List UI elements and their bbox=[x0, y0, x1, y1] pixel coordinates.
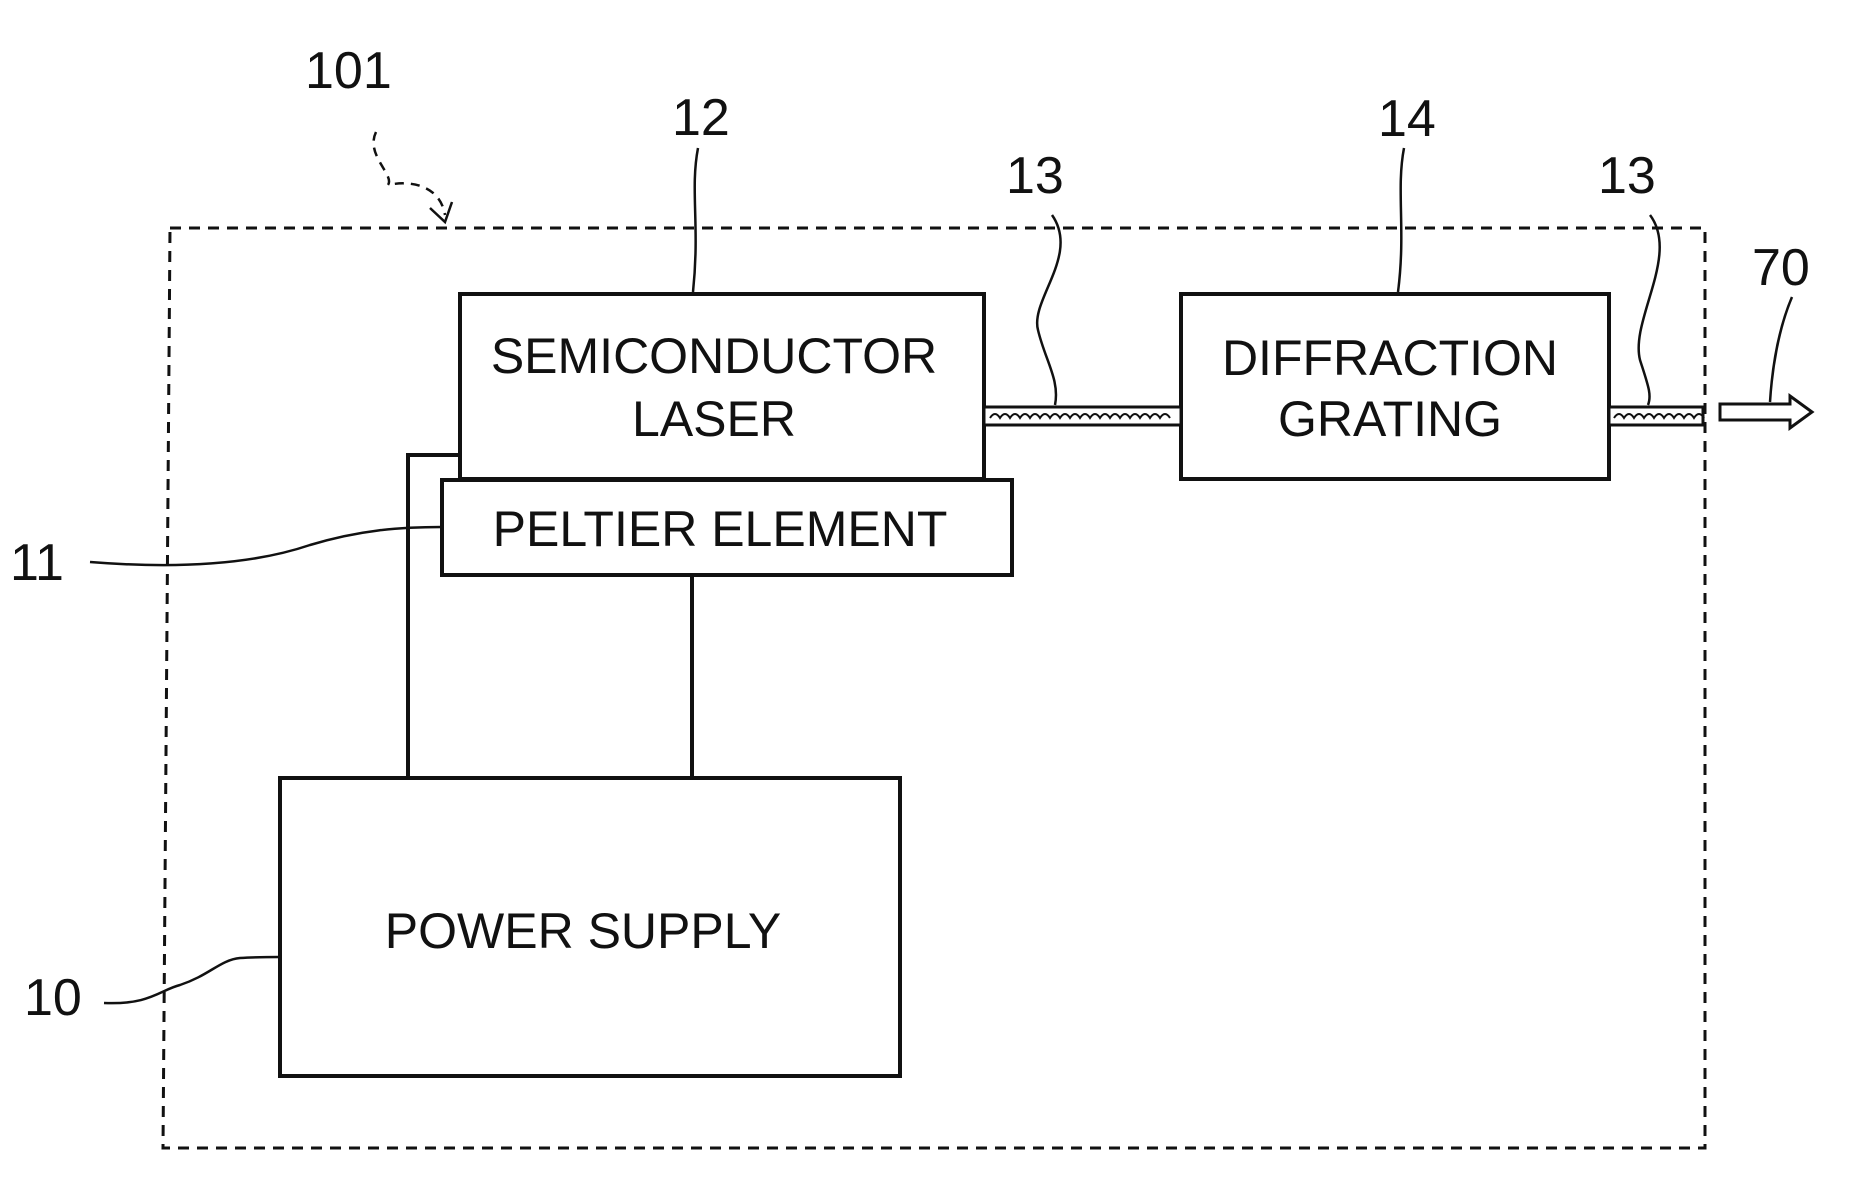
output-ref-label: 70 bbox=[1752, 239, 1810, 297]
output-ref-leader bbox=[1770, 297, 1792, 402]
semiconductor-laser-box bbox=[460, 294, 984, 479]
peltier-element-label: PELTIER ELEMENT bbox=[493, 501, 948, 557]
laser-ref-label: 12 bbox=[672, 89, 730, 147]
diffraction-grating-label-line1: DIFFRACTION bbox=[1222, 330, 1558, 386]
semiconductor-laser-label-line2: LASER bbox=[632, 391, 796, 447]
laser-ref-leader bbox=[693, 148, 698, 292]
power-supply-block: POWER SUPPLY bbox=[280, 778, 900, 1076]
peltier-ref-label: 11 bbox=[10, 534, 64, 592]
optical-fiber-2 bbox=[1609, 407, 1704, 425]
grating-ref-label: 14 bbox=[1378, 90, 1436, 148]
fiber-ref-label-2: 13 bbox=[1598, 147, 1656, 205]
device-ref-label: 101 bbox=[305, 42, 392, 100]
peltier-element-block: PELTIER ELEMENT bbox=[442, 480, 1012, 575]
diffraction-grating-label-line2: GRATING bbox=[1278, 391, 1502, 447]
diffraction-grating-block: DIFFRACTION GRATING bbox=[1181, 294, 1609, 479]
fiber-ref-leader-1 bbox=[1037, 215, 1060, 405]
fiber-ref-leader-2 bbox=[1639, 215, 1660, 405]
fiber-ref-label-1: 13 bbox=[1006, 147, 1064, 205]
power-supply-ref-label: 10 bbox=[24, 969, 82, 1027]
peltier-ref-leader bbox=[90, 527, 442, 565]
semiconductor-laser-label-line1: SEMICONDUCTOR bbox=[491, 328, 937, 384]
semiconductor-laser-block: SEMICONDUCTOR LASER bbox=[460, 294, 984, 479]
device-ref-leader bbox=[374, 132, 445, 215]
optical-fiber-1 bbox=[984, 407, 1181, 425]
power-supply-ref-leader bbox=[104, 957, 280, 1003]
output-arrow bbox=[1720, 396, 1812, 428]
grating-ref-leader bbox=[1398, 148, 1404, 292]
diffraction-grating-box bbox=[1181, 294, 1609, 479]
power-supply-label: POWER SUPPLY bbox=[385, 903, 781, 959]
